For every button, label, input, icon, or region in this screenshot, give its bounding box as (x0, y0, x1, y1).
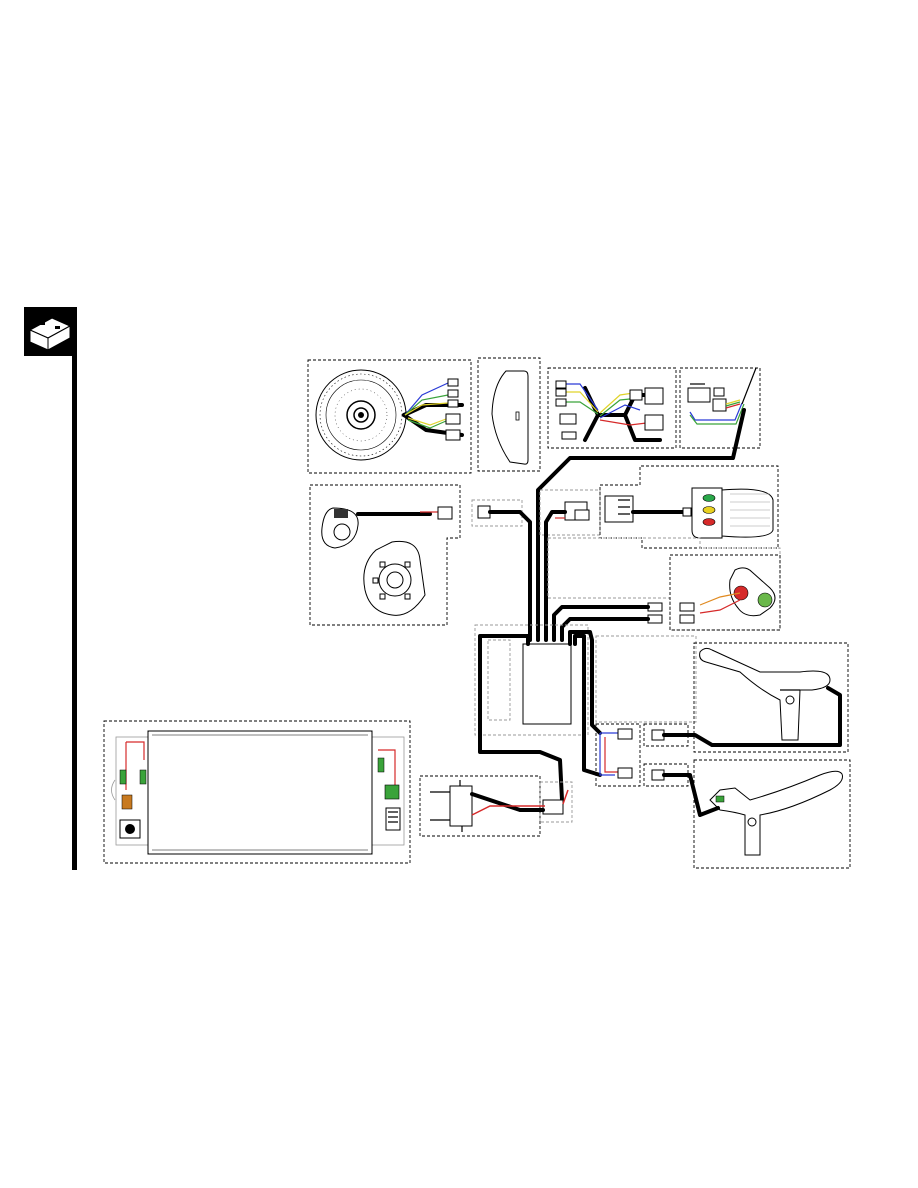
display (478, 358, 540, 471)
brake-lever-right (664, 643, 848, 752)
chapter-tab (24, 307, 77, 870)
connector-icon (438, 507, 452, 519)
display-connectors (548, 368, 676, 448)
battery-icon (148, 731, 372, 854)
connector-icon (446, 379, 460, 440)
throttle-icon (692, 488, 773, 538)
pedal-sensor (310, 485, 460, 625)
sensor-icon (322, 508, 425, 615)
button-icon (730, 568, 775, 616)
sensor-controller-cable (472, 500, 530, 640)
battery-harness (420, 776, 572, 836)
controller (475, 625, 600, 800)
handlebar-switch (680, 368, 760, 448)
throttle-grip (540, 466, 778, 640)
battery-pack (104, 721, 410, 863)
connector-icon (556, 381, 663, 439)
brake-lever-icon (700, 648, 830, 740)
hub-motor (308, 360, 471, 473)
controller-icon (523, 644, 571, 724)
brake-lever-icon (710, 771, 843, 855)
display-icon (492, 371, 528, 464)
brake-wire-panel (596, 636, 696, 722)
hub-motor-icon (316, 370, 406, 460)
brake-lever-left (664, 760, 850, 868)
switch-icon (688, 384, 726, 411)
